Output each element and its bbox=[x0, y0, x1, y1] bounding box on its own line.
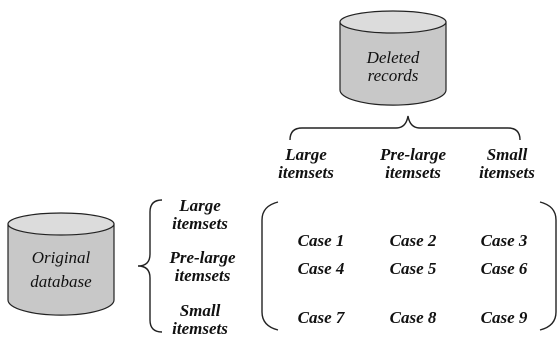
top-curly-brace bbox=[289, 115, 521, 141]
original-database-label: Original database bbox=[11, 249, 111, 291]
deleted-records-label: Deleted records bbox=[343, 49, 443, 85]
left-header-large-line2: itemsets bbox=[172, 214, 228, 233]
left-header-large-line1: Large bbox=[179, 196, 221, 215]
original-database-cylinder bbox=[7, 212, 115, 316]
case-5: Case 5 bbox=[389, 259, 437, 278]
left-header-large: Large itemsets bbox=[155, 197, 245, 233]
top-header-pre-large: Pre-large itemsets bbox=[363, 146, 463, 182]
deleted-records-label-line2: records bbox=[367, 66, 419, 85]
left-header-pre-large-line1: Pre-large bbox=[169, 248, 236, 267]
left-curly-brace bbox=[137, 199, 163, 333]
left-header-pre-large-line2: itemsets bbox=[174, 266, 231, 285]
original-database-cylinder-body bbox=[7, 224, 115, 316]
deleted-records-label-line1: Deleted bbox=[366, 48, 420, 67]
top-header-pre-large-line2: itemsets bbox=[385, 163, 441, 182]
left-header-pre-large: Pre-large itemsets bbox=[155, 249, 250, 285]
original-database-label-line2: database bbox=[30, 272, 92, 291]
matrix-right-bracket bbox=[539, 201, 557, 331]
case-8: Case 8 bbox=[389, 308, 437, 327]
case-7: Case 7 bbox=[297, 308, 345, 327]
top-header-small: Small itemsets bbox=[467, 146, 547, 182]
original-database-cylinder-top bbox=[7, 212, 115, 236]
case-2: Case 2 bbox=[389, 231, 437, 250]
case-4: Case 4 bbox=[297, 259, 345, 278]
top-header-large-line2: itemsets bbox=[278, 163, 334, 182]
matrix-left-bracket bbox=[261, 201, 279, 331]
top-header-small-line2: itemsets bbox=[479, 163, 535, 182]
case-9: Case 9 bbox=[480, 308, 528, 327]
top-header-pre-large-line1: Pre-large bbox=[379, 145, 447, 164]
top-header-small-line1: Small bbox=[486, 145, 528, 164]
left-header-small-line1: Small bbox=[179, 301, 221, 320]
left-header-small: Small itemsets bbox=[155, 302, 245, 338]
case-1: Case 1 bbox=[297, 231, 345, 250]
original-database-label-line1: Original bbox=[31, 248, 91, 267]
case-6: Case 6 bbox=[480, 259, 528, 278]
left-header-small-line2: itemsets bbox=[172, 319, 228, 338]
top-header-large: Large itemsets bbox=[266, 146, 346, 182]
deleted-records-cylinder-top bbox=[339, 10, 447, 34]
deleted-records-cylinder bbox=[339, 10, 447, 106]
deleted-records-cylinder-body bbox=[339, 22, 447, 106]
top-header-large-line1: Large bbox=[285, 145, 327, 164]
case-3: Case 3 bbox=[480, 231, 528, 250]
